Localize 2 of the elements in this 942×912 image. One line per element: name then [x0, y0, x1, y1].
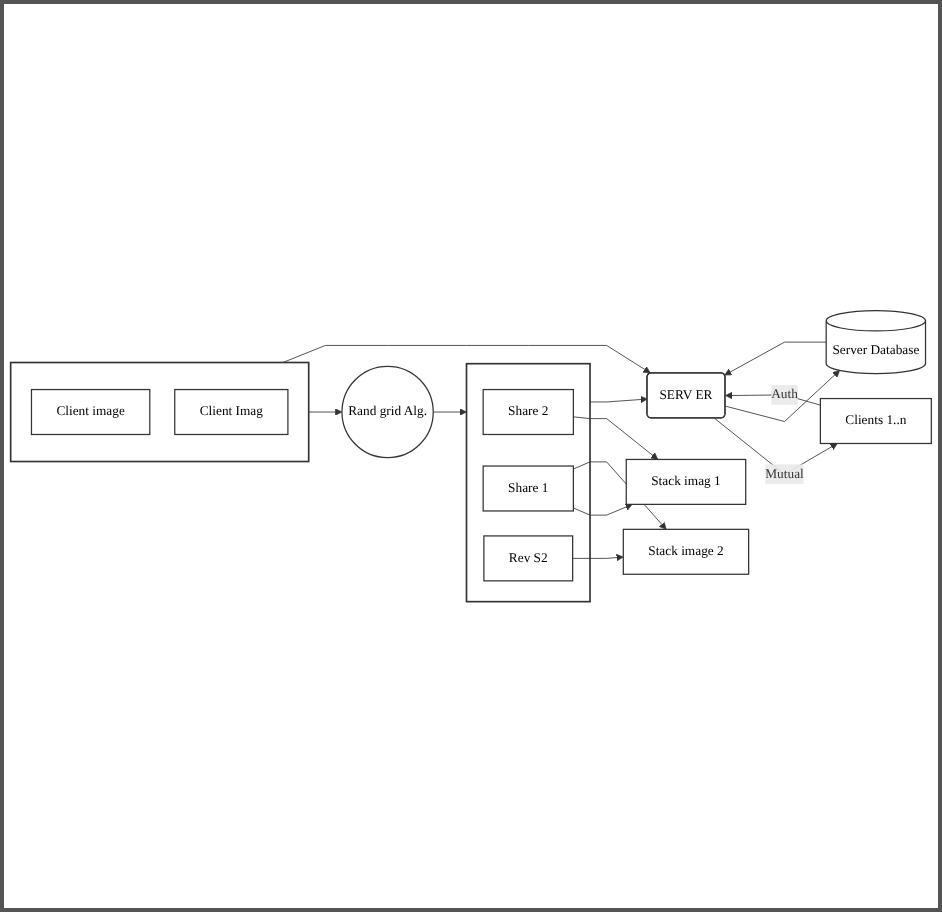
cluster — [9, 361, 310, 463]
cluster — [465, 362, 591, 603]
